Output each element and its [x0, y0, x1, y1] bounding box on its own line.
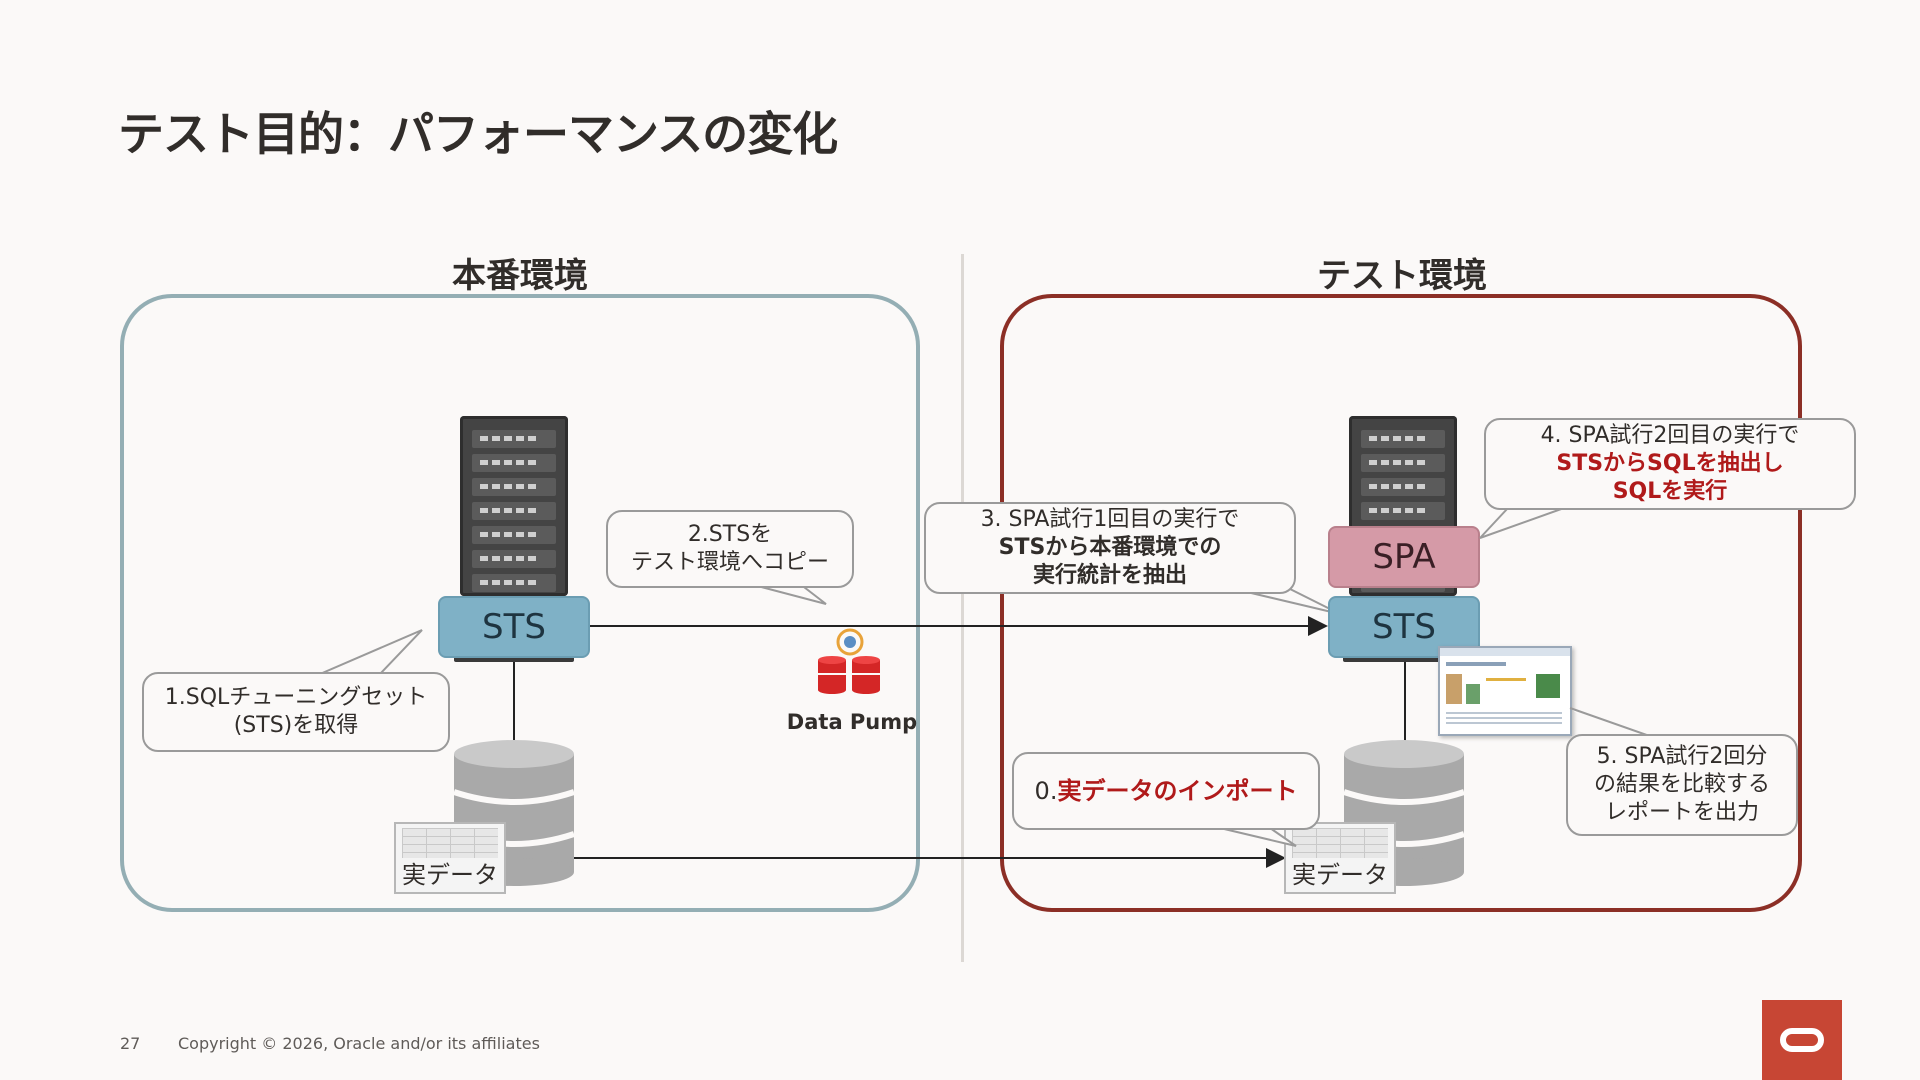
page-number: 27: [120, 1034, 141, 1053]
callout-1-tail: [319, 629, 423, 674]
copyright-text: Copyright © 2026, Oracle and/or its affi…: [178, 1034, 540, 1053]
prod-env-title: 本番環境: [452, 256, 588, 296]
oracle-logo: [1762, 1000, 1842, 1080]
test-env-title: テスト環境: [1317, 256, 1487, 296]
callout-step-3: 3. SPA試行1回目の実行で STSから本番環境での 実行統計を抽出: [924, 502, 1296, 594]
test-sts-box: STS: [1328, 596, 1480, 658]
step0-prefix: 0.: [1034, 776, 1058, 805]
callout-step-2: 2.STSを テスト環境へコピー: [606, 510, 854, 588]
oracle-logo-icon: [1780, 1028, 1824, 1052]
test-spa-box: SPA: [1328, 526, 1480, 588]
prod-data-label: 実データ: [402, 861, 498, 889]
callout-0-tail: [1219, 827, 1297, 847]
step4-line2: STSからSQLを抽出し: [1556, 450, 1784, 476]
callout-step-5: 5. SPA試行2回分 の結果を比較する レポートを出力: [1566, 734, 1798, 836]
prod-sts-box: STS: [438, 596, 590, 658]
callout-2-tail: [749, 584, 827, 605]
step4-line3: SQLを実行: [1612, 479, 1728, 505]
prod-database-icon: [453, 740, 575, 886]
step2-line1: 2.STSを: [687, 521, 773, 547]
step3-line3: 実行統計を抽出: [1032, 563, 1187, 589]
test-data-sheet: 実データ: [1284, 822, 1396, 894]
prod-data-sheet: 実データ: [394, 822, 506, 894]
step3-line1: 3. SPA試行1回目の実行で: [980, 506, 1240, 532]
slide-title: テスト目的：パフォーマンスの変化: [118, 107, 838, 161]
callout-step-0: 0. 実データのインポート: [1012, 752, 1320, 830]
step1-line2: (STS)を取得: [233, 713, 359, 738]
step5-line2: の結果を比較する: [1593, 771, 1770, 797]
step0-text: 実データのインポート: [1057, 776, 1298, 805]
step5-line3: レポートを出力: [1604, 800, 1759, 826]
callout-step-4: 4. SPA試行2回目の実行で STSからSQLを抽出し SQLを実行: [1484, 418, 1856, 510]
prod-server-rack: [460, 416, 568, 596]
data-pump-label: Data Pump: [786, 710, 918, 734]
prod-env-panel: [120, 294, 920, 912]
test-env-panel: [1000, 294, 1802, 912]
callout-4-tail: [1479, 507, 1565, 539]
step4-line1: 4. SPA試行2回目の実行で: [1540, 422, 1800, 448]
comparison-report-thumbnail: [1438, 646, 1572, 736]
data-pump-icon: [818, 628, 880, 694]
step1-line1: 1.SQLチューニングセット: [164, 684, 428, 710]
step3-line2: STSから本番環境での: [998, 534, 1222, 560]
test-data-label: 実データ: [1292, 861, 1388, 889]
environment-divider: [961, 254, 964, 962]
callout-step-1: 1.SQLチューニングセット (STS)を取得: [142, 672, 450, 752]
step2-line2: テスト環境へコピー: [630, 550, 829, 575]
step5-line1: 5. SPA試行2回分: [1596, 743, 1768, 769]
